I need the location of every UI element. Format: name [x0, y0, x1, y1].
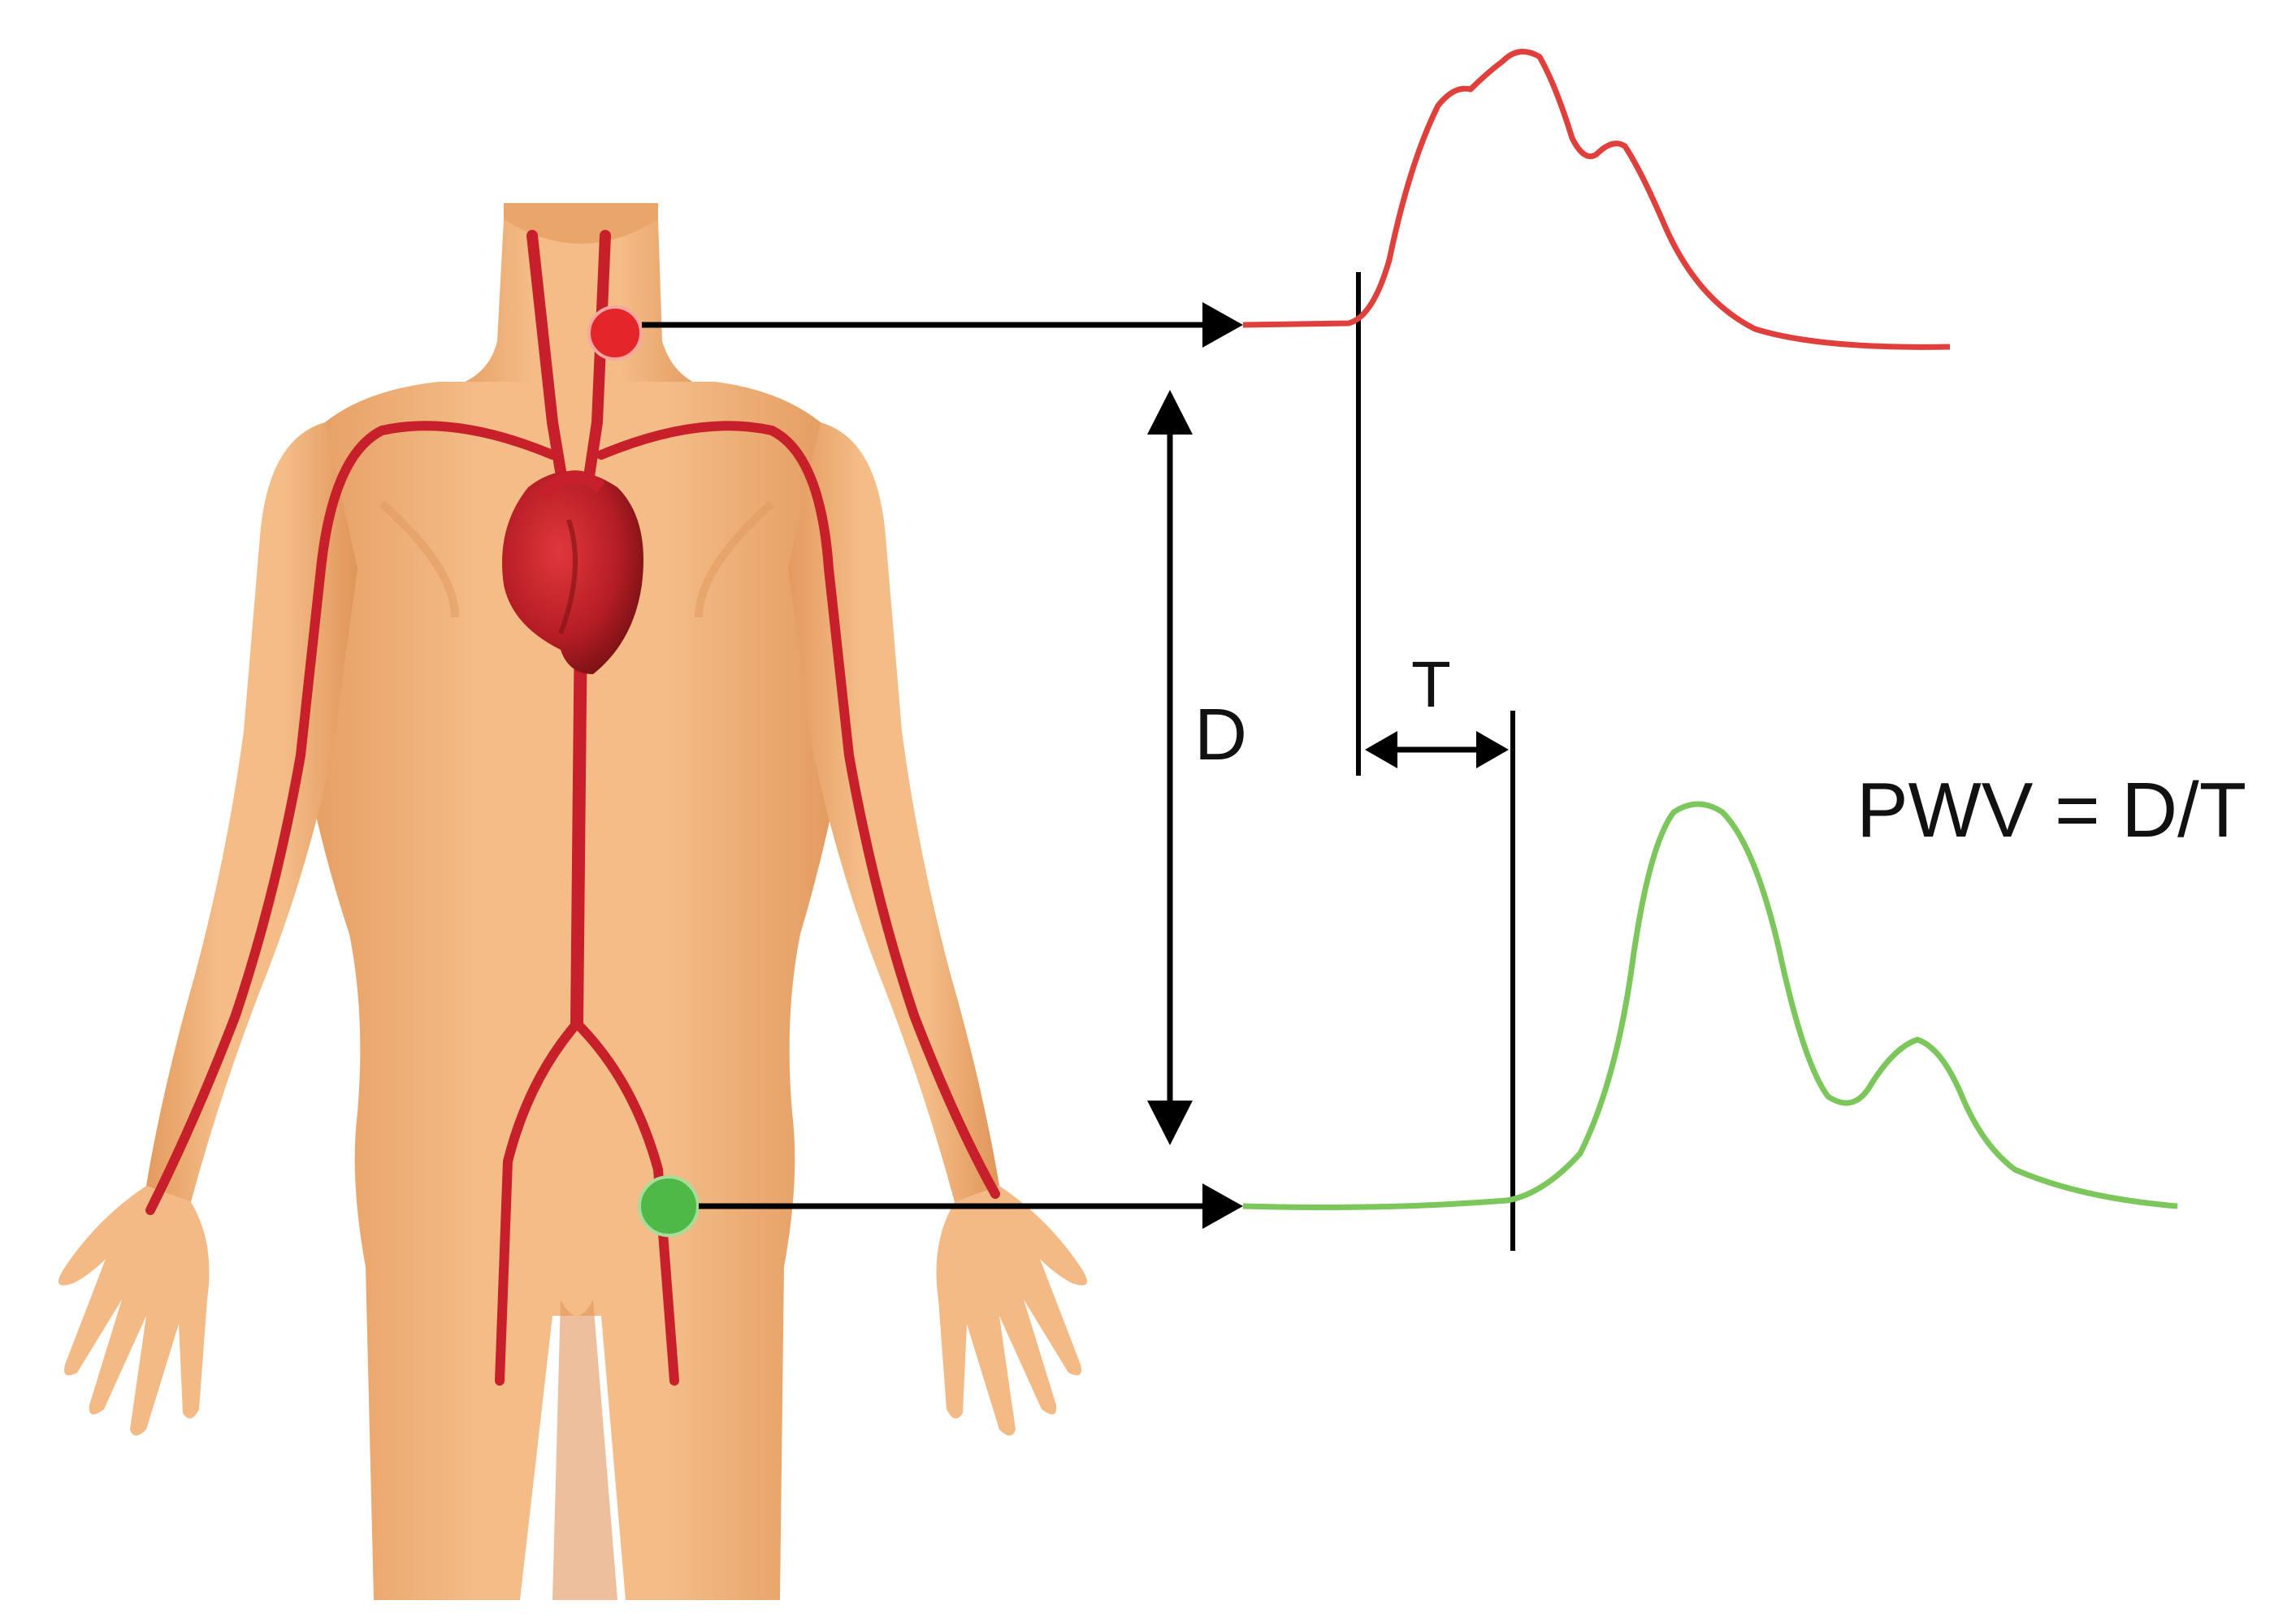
neck [439, 219, 715, 406]
femoral-pulse-waveform [1243, 804, 2177, 1207]
femoral-arrowhead [1202, 1183, 1243, 1229]
carotid-site-marker [589, 307, 641, 359]
descending-aorta [577, 617, 581, 1023]
pwv-formula: PWV = D/T [1856, 767, 2246, 854]
time-arrowhead-right [1476, 731, 1509, 768]
time-arrowhead-left [1365, 731, 1397, 768]
femoral-site-marker [639, 1177, 698, 1235]
time-label: T [1411, 648, 1451, 720]
carotid-arrowhead [1202, 302, 1243, 348]
distance-arrowhead-bottom [1147, 1101, 1193, 1145]
right-hand [937, 1186, 1088, 1436]
carotid-pulse-waveform [1243, 52, 1950, 348]
left-hand [58, 1186, 210, 1436]
distance-arrowhead-top [1147, 390, 1193, 435]
distance-label: D [1194, 694, 1247, 776]
